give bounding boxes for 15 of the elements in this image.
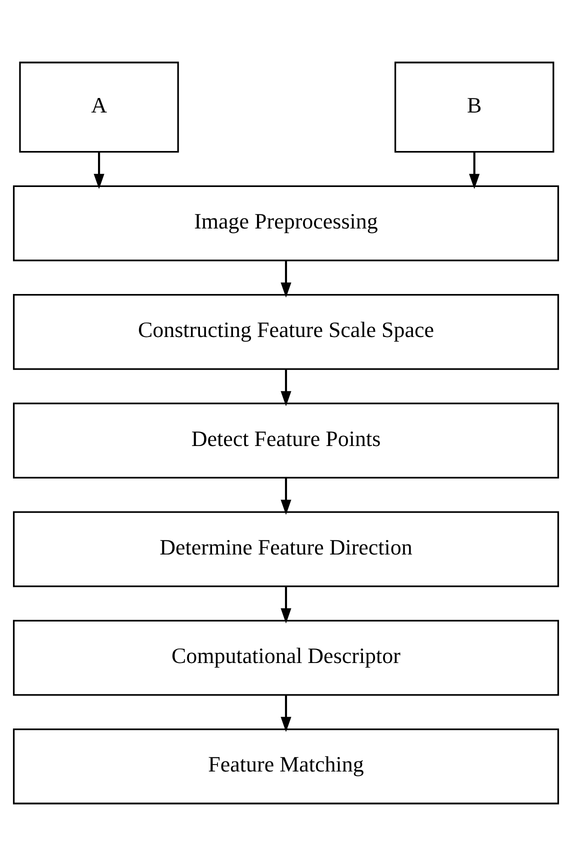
arrow: [280, 695, 292, 732]
arrow: [280, 586, 292, 624]
arrow: [94, 152, 104, 190]
node-box: Feature Matching: [12, 728, 560, 804]
node-box: Image Preprocessing: [12, 185, 560, 262]
node-box: Detect Feature Points: [12, 402, 560, 478]
arrow: [280, 260, 292, 298]
arrow: [280, 369, 292, 406]
node-box: Determine Feature Direction: [12, 511, 560, 588]
node-box: Constructing Feature Scale Space: [12, 294, 560, 370]
arrow: [469, 152, 480, 190]
node-box: B: [394, 62, 554, 153]
node-box: A: [19, 62, 179, 153]
node-box: Computational Descriptor: [12, 620, 560, 696]
arrow: [280, 478, 292, 515]
